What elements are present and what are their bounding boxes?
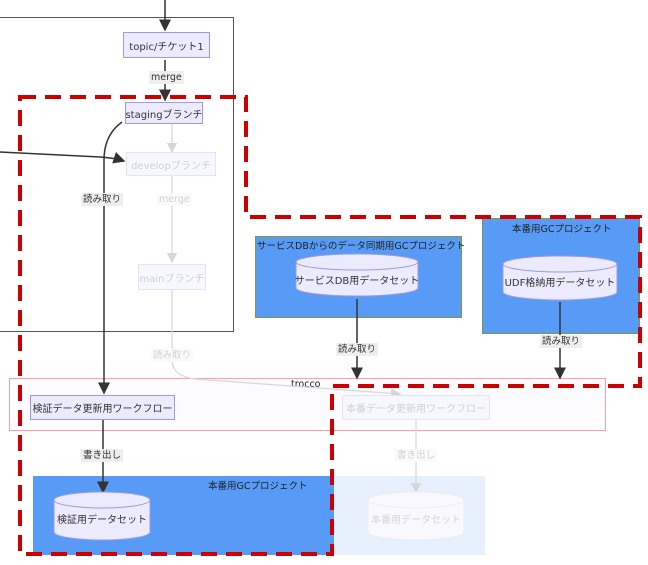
edge-label-write-prod: 書き出し (395, 449, 438, 462)
service-dataset-label: サービスDB用データセット (294, 275, 420, 287)
verify-workflow-node: 検証データ更新用ワークフロー (30, 395, 175, 420)
prod-workflow-node: 本番データ更新用ワークフロー (342, 395, 490, 420)
topic-branch-node: topic/チケット1 (123, 32, 210, 58)
develop-branch-node: developブランチ (126, 152, 216, 176)
highlight-dashed-region (18, 95, 642, 556)
edge-label-merge-topic: merge (149, 71, 184, 84)
edge-label-read-service: 読み取り (336, 343, 379, 356)
cylinder-service-dataset (295, 253, 419, 297)
edge-label-merge-develop: merge (157, 193, 192, 206)
cylinder-verify-dataset (53, 491, 151, 541)
prod-project-udf-title: 本番用GCプロジェクト (512, 224, 612, 235)
cylinder-udf-dataset (502, 255, 618, 301)
edge-into-develop (0, 151, 126, 164)
edge-main-prod (171, 290, 402, 399)
cylinder-prod-dataset (367, 491, 465, 541)
service-db-project-title: サービスDBからのデータ同期用GCプロジェクト (257, 241, 466, 252)
trocco-cluster-title: trocco (291, 379, 321, 390)
edge-label-read-main: 読み取り (151, 349, 194, 362)
prod-project-verify-title: 本番用GCプロジェクト (208, 481, 308, 492)
staging-branch-node: stagingブランチ (125, 102, 203, 124)
udf-dataset-label: UDF格納用データセット (504, 277, 616, 289)
edge-staging-verify (98, 121, 123, 395)
edge-label-write-verify: 書き出し (81, 449, 124, 462)
main-branch-node: mainブランチ (138, 264, 206, 290)
verify-dataset-label: 検証用データセット (57, 514, 147, 526)
edge-label-read-staging: 読み取り (81, 193, 124, 206)
edge-label-read-udf: 読み取り (540, 335, 583, 348)
prod-dataset-label: 本番用データセット (371, 514, 461, 526)
